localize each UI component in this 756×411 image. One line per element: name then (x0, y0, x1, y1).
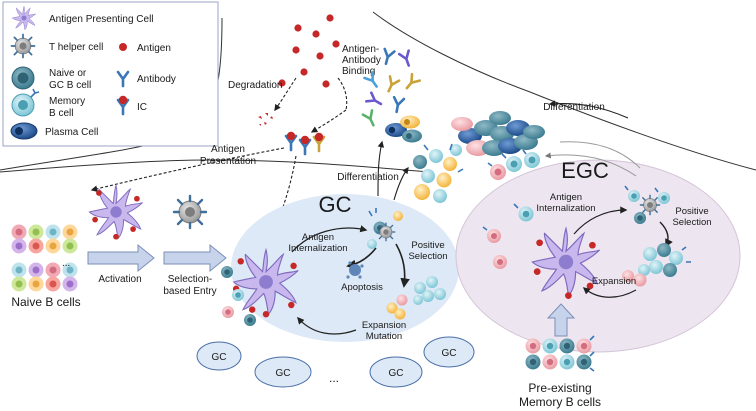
gc-to-memory-arrow (393, 166, 409, 201)
presentation-arrow (90, 147, 285, 192)
egc-expansion-cluster (622, 243, 691, 287)
gc-memory-output-cluster (413, 143, 464, 203)
activation-label: Activation (98, 274, 141, 285)
t-helper-entry (172, 194, 208, 230)
compartment-boundary (0, 159, 431, 173)
gc-differentiation-label: Differentiation (337, 172, 399, 183)
egc-memory-output (487, 149, 540, 180)
gc-title: GC (319, 192, 352, 217)
selection-entry-label-l2: based Entry (163, 286, 216, 297)
gc-apoptosis-arrow (346, 247, 377, 270)
small-gc-1: GC (212, 352, 227, 363)
ic-formation-arrow (310, 109, 347, 133)
degradation-arrow (274, 77, 297, 112)
gc-selection-cluster (367, 208, 403, 249)
degraded-antigen-fragments (258, 113, 273, 126)
gc-positive-l2: Selection (408, 251, 447, 262)
egc-internalization-l1: Antigen (550, 192, 582, 203)
gc-to-plasma-arrow (377, 140, 385, 197)
gc-internalization-l1: Antigen (302, 232, 334, 243)
free-antigens (278, 14, 340, 88)
legend-label-naive-l1: Naive or (49, 68, 87, 79)
expansion-mutation-l1: Expansion (362, 320, 406, 331)
egc-positive-l1: Positive (675, 206, 708, 217)
selection-entry-arrow (163, 243, 227, 273)
gc-apc (232, 249, 299, 318)
activation-arrow (87, 243, 155, 273)
egc-to-plasma-arrow (548, 100, 629, 119)
small-gc-2: GC (276, 368, 291, 379)
apoptosis-label: Apoptosis (341, 282, 383, 293)
small-gc-3: GC (389, 368, 404, 379)
vessel-boundary-right (372, 11, 756, 171)
free-antibodies (361, 47, 421, 127)
legend-label-antigen: Antigen (137, 43, 171, 54)
legend-label-plasma: Plasma Cell (45, 127, 98, 138)
presentation-label-l2: Presentation (200, 156, 256, 167)
egc-title: EGC (561, 158, 609, 183)
egc-differentiation-trail-2 (544, 152, 637, 177)
egc-expansion-label: Expansion (592, 276, 636, 287)
legend-label-naive-l2: GC B cell (49, 80, 91, 91)
preexisting-memory-cluster (525, 335, 595, 372)
gc-internalization-l2: Internalization (288, 243, 347, 254)
presentation-label-l1: Antigen (211, 144, 245, 155)
legend-label-antibody: Antibody (137, 74, 176, 85)
gc-b-cells-entering (221, 266, 256, 326)
egc-recycle-arrow (582, 287, 637, 298)
small-gc-row: GC GC ... GC GC (196, 336, 475, 388)
binding-label-l1: Antigen- (342, 44, 379, 55)
memory-b-cell-icon (11, 88, 40, 117)
naive-b-cells-cluster (11, 224, 78, 292)
naive-b-cells-label: Naive B cells (11, 295, 80, 309)
apoptotic-cell-icon (346, 261, 364, 279)
binding-label-l3: Binding (342, 66, 375, 77)
degradation-label: Degradation (228, 80, 282, 91)
small-gc-4: GC (442, 348, 457, 359)
t-helper-cell-icon (10, 33, 36, 59)
gc-positive-arrow (395, 243, 410, 288)
selection-entry-label-l1: Selection- (168, 274, 212, 285)
legend-label-memory-l1: Memory (49, 96, 85, 107)
egc-selection-cluster (624, 185, 670, 224)
egc-memory-cells-left (482, 203, 534, 269)
plasma-cell-icon (10, 122, 38, 140)
naive-ellipsis: ... (62, 258, 70, 269)
egc-plasma-cluster (451, 111, 545, 156)
antigen-dot-icon (119, 43, 127, 51)
gc-expansion-cluster (386, 276, 446, 320)
egc-differentiation-label: Differentiation (543, 102, 605, 113)
expansion-mutation-l2: Mutation (366, 331, 402, 342)
legend-label-memory-l2: B cell (49, 108, 73, 119)
preexisting-entry-arrow (546, 303, 576, 337)
legend-label-apc: Antigen Presenting Cell (49, 14, 154, 25)
gc-recycle-arrow (297, 316, 357, 335)
binding-label-l2: Antibody (342, 55, 381, 66)
legend: Antigen Presenting Cell T helper cell An… (2, 1, 219, 147)
apc-activation (88, 184, 144, 240)
small-gc-ellipsis: ... (329, 371, 339, 385)
egc-internalization-arrow (573, 206, 628, 235)
legend-label-ic: IC (137, 102, 147, 113)
binding-arrow (337, 77, 348, 111)
gc-internalization-arrow (291, 225, 368, 253)
naive-b-cell-icon (11, 66, 35, 90)
preexisting-label-l2: Memory B cells (519, 395, 601, 409)
preexisting-label-l1: Pre-existing (528, 381, 591, 395)
gc-positive-l1: Positive (411, 240, 444, 251)
egc-differentiation-trail-1 (559, 141, 641, 169)
legend-label-t-helper: T helper cell (49, 42, 103, 53)
immune-complexes (284, 130, 326, 156)
egc-internalization-l2: Internalization (536, 203, 595, 214)
egc-positive-l2: Selection (672, 217, 711, 228)
gc-plasma-cells (385, 115, 422, 143)
